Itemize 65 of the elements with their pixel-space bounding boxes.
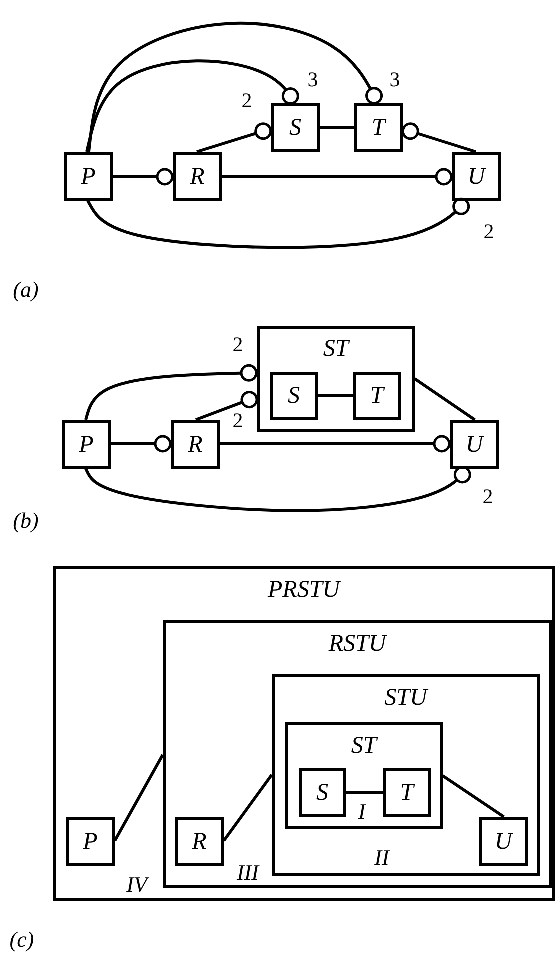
node-label: P: [81, 164, 96, 188]
connector-line: [318, 394, 353, 398]
node-label: S: [288, 384, 300, 408]
connector-line: [88, 22, 384, 152]
node-box: [64, 152, 113, 201]
connector-line: [84, 466, 472, 512]
group-box: [272, 674, 540, 876]
node-label: S: [290, 116, 302, 140]
node-label: U: [494, 830, 512, 854]
connector-line: [113, 168, 174, 186]
node-box: [354, 103, 403, 152]
node-label: U: [468, 164, 486, 188]
node-box: [353, 372, 401, 420]
panel-label: (c): [10, 929, 34, 951]
node-box: [171, 420, 220, 469]
connector-line: [414, 378, 476, 422]
connector-line: [114, 754, 164, 842]
connector-line: [84, 364, 258, 420]
node-label: R: [192, 830, 207, 854]
node-box: [450, 420, 499, 469]
connector-line: [442, 774, 505, 818]
node-box: [271, 103, 320, 152]
node-label: PRSTU: [268, 578, 340, 602]
group-box: [163, 620, 552, 888]
connector-line: [222, 774, 274, 842]
node-label: S: [316, 780, 328, 804]
connector-line: [86, 60, 300, 152]
level-label: III: [237, 862, 259, 884]
connector-line: [346, 792, 383, 794]
node-label: RSTU: [328, 632, 386, 656]
node-box: [299, 768, 346, 817]
panel-label: (a): [13, 279, 39, 301]
level-label: II: [374, 847, 390, 869]
node-label: T: [370, 384, 384, 408]
node-box: [175, 817, 224, 866]
node-label: ST: [351, 734, 377, 758]
node-box: [62, 420, 111, 469]
panel-label: (b): [13, 510, 39, 532]
node-label: P: [83, 830, 98, 854]
level-label: IV: [126, 874, 148, 896]
node-label: T: [372, 116, 386, 140]
node-label: R: [188, 432, 203, 456]
node-label: P: [79, 432, 94, 456]
node-label: T: [400, 780, 414, 804]
group-box: [257, 326, 415, 432]
connector-line: [320, 126, 354, 130]
connector-line: [402, 122, 476, 154]
node-box: [452, 152, 501, 201]
connector-line: [111, 435, 172, 453]
node-label: R: [190, 164, 205, 188]
connector-line: [220, 435, 451, 453]
group-box: [285, 722, 443, 829]
node-label: ST: [323, 337, 349, 361]
node-box: [383, 768, 431, 817]
connector-line: [196, 122, 272, 154]
node-box: [270, 372, 318, 420]
connector-line: [222, 168, 453, 186]
connector-line: [195, 391, 258, 422]
group-box: [53, 566, 555, 901]
node-label: STU: [384, 686, 428, 710]
node-label: U: [466, 432, 484, 456]
node-box: [479, 817, 528, 866]
node-box: [66, 817, 115, 866]
level-label: I: [358, 801, 366, 823]
node-box: [173, 152, 222, 201]
